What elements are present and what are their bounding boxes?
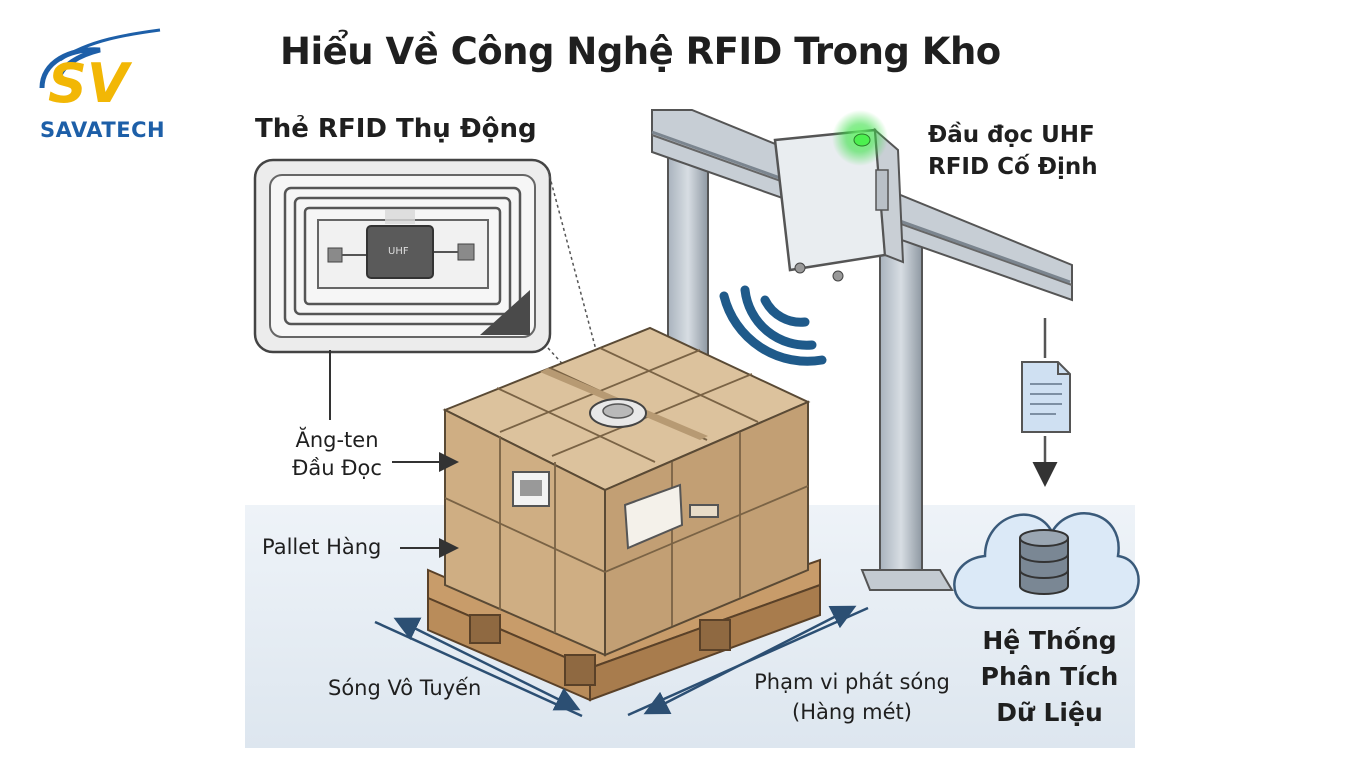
rfid-tag-on-box	[590, 399, 646, 427]
reader-label-line2: RFID Cố Định	[928, 154, 1098, 180]
range-label-line2: (Hàng mét)	[742, 700, 962, 724]
document-icon	[1022, 362, 1070, 432]
antenna-label-line2: Đầu Đọc	[282, 456, 392, 480]
data-flow	[1022, 318, 1070, 482]
brand-name: SAVATECH	[40, 118, 165, 142]
database-icon	[1020, 530, 1068, 594]
radio-wave-arcs	[724, 290, 822, 361]
system-label-line2: Phân Tích	[972, 662, 1127, 691]
reader-label-line1: Đầu đọc UHF	[928, 122, 1095, 148]
uhf-reader-device	[775, 110, 903, 281]
antenna-label-line1: Ăng-ten	[282, 428, 392, 452]
logo-letters: SV	[48, 52, 133, 115]
system-label-line3: Dữ Liệu	[972, 698, 1127, 727]
chip-label: UHF	[388, 246, 409, 257]
range-label-line1: Phạm vi phát sóng	[742, 670, 962, 694]
savatech-logo: SV	[42, 30, 160, 115]
radio-waves-label: Sóng Vô Tuyến	[328, 676, 481, 700]
system-label-line1: Hệ Thống	[972, 626, 1127, 655]
page-title: Hiểu Về Công Nghệ RFID Trong Kho	[280, 30, 1001, 73]
pallet-label: Pallet Hàng	[262, 535, 381, 559]
passive-tag-label: Thẻ RFID Thụ Động	[255, 114, 537, 144]
